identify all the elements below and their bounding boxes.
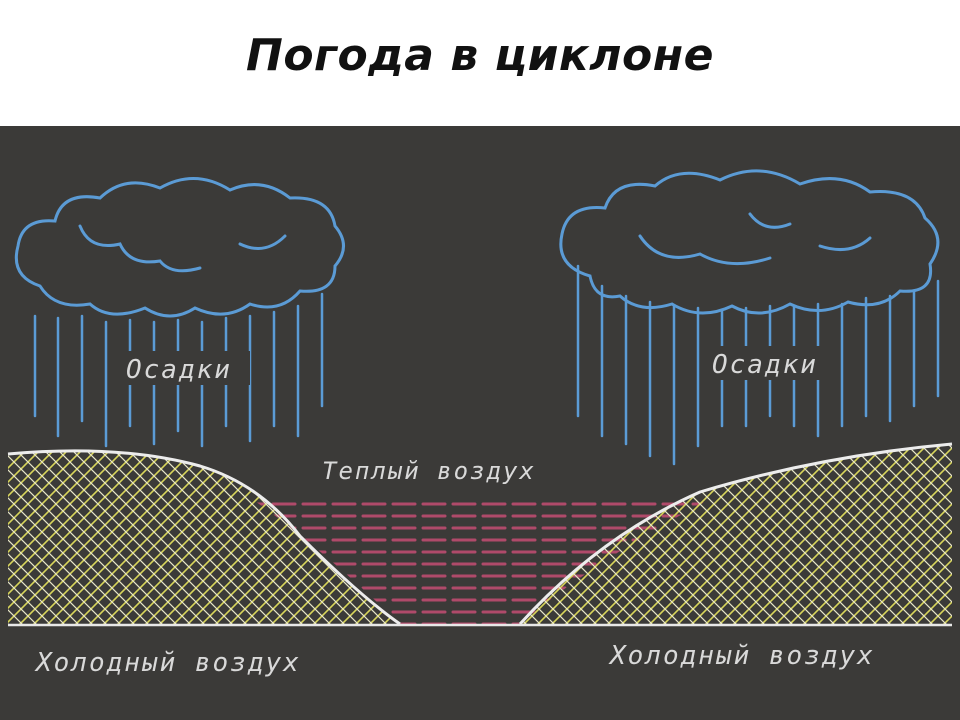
slide-title: Погода в циклоне: [246, 30, 714, 81]
cold-air-left-label: Холодный воздух: [34, 648, 301, 678]
board-background: [0, 126, 960, 720]
cyclone-diagram: Осадки Осадки Теплый воздух Холодный воз…: [0, 126, 960, 720]
cold-front-boundary-left: [7, 449, 401, 626]
cold-air-mass-left: [8, 450, 400, 624]
cold-air-mass-right: [520, 444, 952, 624]
precip-right-label: Осадки: [712, 350, 818, 380]
rain-right: [576, 264, 940, 466]
precip-left-label: Осадки: [126, 355, 232, 385]
warm-front-boundary-right: [518, 442, 953, 626]
warm-air-label: Теплый воздух: [322, 457, 536, 485]
rain-left: [33, 292, 324, 448]
cloud-right: [559, 169, 940, 315]
cloud-left: [14, 177, 345, 318]
precip-right-label-bg: [706, 346, 836, 380]
cold-air-right-label: Холодный воздух: [608, 641, 875, 671]
precip-left-label-bg: [120, 351, 250, 385]
